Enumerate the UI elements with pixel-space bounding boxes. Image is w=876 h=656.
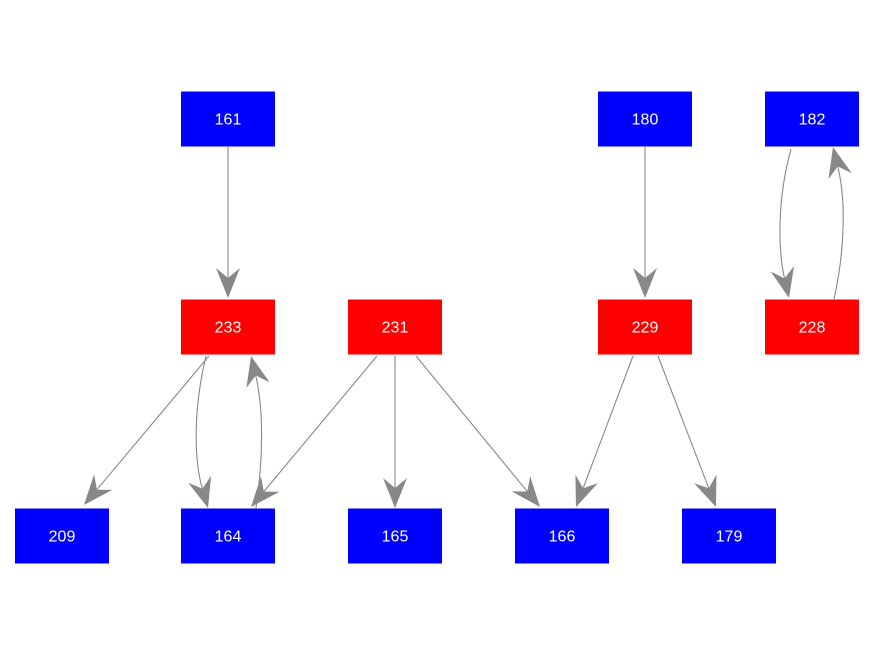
- node-label: 233: [215, 320, 242, 337]
- edge-233-to-209: [84, 355, 210, 505]
- node-label: 165: [382, 529, 409, 546]
- edge-231-to-165: [383, 356, 407, 508]
- node-label: 164: [215, 529, 242, 546]
- node-label: 231: [382, 320, 409, 337]
- edge-line: [195, 355, 207, 489]
- arrowhead-icon: [633, 268, 657, 298]
- edge-line: [263, 355, 378, 492]
- edge-231-to-166: [415, 355, 540, 507]
- edge-180-to-229: [633, 147, 657, 298]
- arrowhead-icon: [770, 266, 794, 298]
- edge-228-to-182: [828, 147, 852, 300]
- arrowhead-icon: [84, 474, 113, 505]
- node-label: 180: [632, 112, 659, 129]
- node-label: 166: [549, 529, 576, 546]
- edge-164-to-233: [246, 356, 270, 509]
- node-233: 233: [181, 299, 275, 355]
- edge-line: [833, 166, 844, 300]
- nodes-layer: 161 180 182 233 231 229 228 209 164 165 166 179: [15, 91, 859, 564]
- node-box: [348, 508, 442, 564]
- edge-line: [779, 148, 792, 279]
- node-box: [682, 508, 776, 564]
- edge-229-to-179: [657, 355, 717, 507]
- arrowhead-icon: [216, 268, 240, 298]
- node-180: 180: [598, 91, 692, 147]
- node-161: 161: [181, 91, 275, 147]
- edge-182-to-228: [770, 148, 794, 298]
- node-179: 179: [682, 508, 776, 564]
- node-182: 182: [765, 91, 859, 147]
- node-label: 209: [49, 529, 76, 546]
- node-228: 228: [765, 299, 859, 355]
- node-164: 164: [181, 508, 275, 564]
- edge-line: [657, 355, 710, 489]
- edges-layer: [84, 147, 852, 509]
- edge-229-to-166: [575, 355, 634, 507]
- edge-line: [582, 355, 634, 489]
- node-box: [598, 91, 692, 147]
- node-229: 229: [598, 299, 692, 355]
- node-231: 231: [348, 299, 442, 355]
- node-166: 166: [515, 508, 609, 564]
- node-box: [765, 91, 859, 147]
- node-box: [15, 508, 109, 564]
- node-box: [515, 508, 609, 564]
- edge-line: [415, 355, 528, 492]
- edge-233-to-164: [188, 355, 212, 508]
- node-label: 179: [716, 529, 743, 546]
- node-box: [181, 508, 275, 564]
- node-box: [598, 299, 692, 355]
- arrowhead-icon: [188, 475, 212, 508]
- edge-line: [96, 355, 210, 491]
- node-label: 182: [799, 112, 826, 129]
- node-box: [181, 299, 275, 355]
- node-box: [181, 91, 275, 147]
- node-label: 161: [215, 112, 242, 129]
- edge-161-to-233: [216, 147, 240, 298]
- node-label: 228: [799, 320, 826, 337]
- arrowhead-icon: [251, 476, 280, 507]
- arrowhead-icon: [694, 474, 717, 507]
- arrowhead-icon: [828, 147, 852, 179]
- edge-231-to-164: [251, 355, 378, 507]
- node-box: [765, 299, 859, 355]
- arrowhead-icon: [575, 474, 598, 507]
- arrowhead-icon: [246, 356, 270, 388]
- node-box: [348, 299, 442, 355]
- arrowhead-icon: [511, 476, 540, 507]
- node-209: 209: [15, 508, 109, 564]
- node-label: 229: [632, 320, 659, 337]
- node-165: 165: [348, 508, 442, 564]
- arrowhead-icon: [383, 478, 407, 508]
